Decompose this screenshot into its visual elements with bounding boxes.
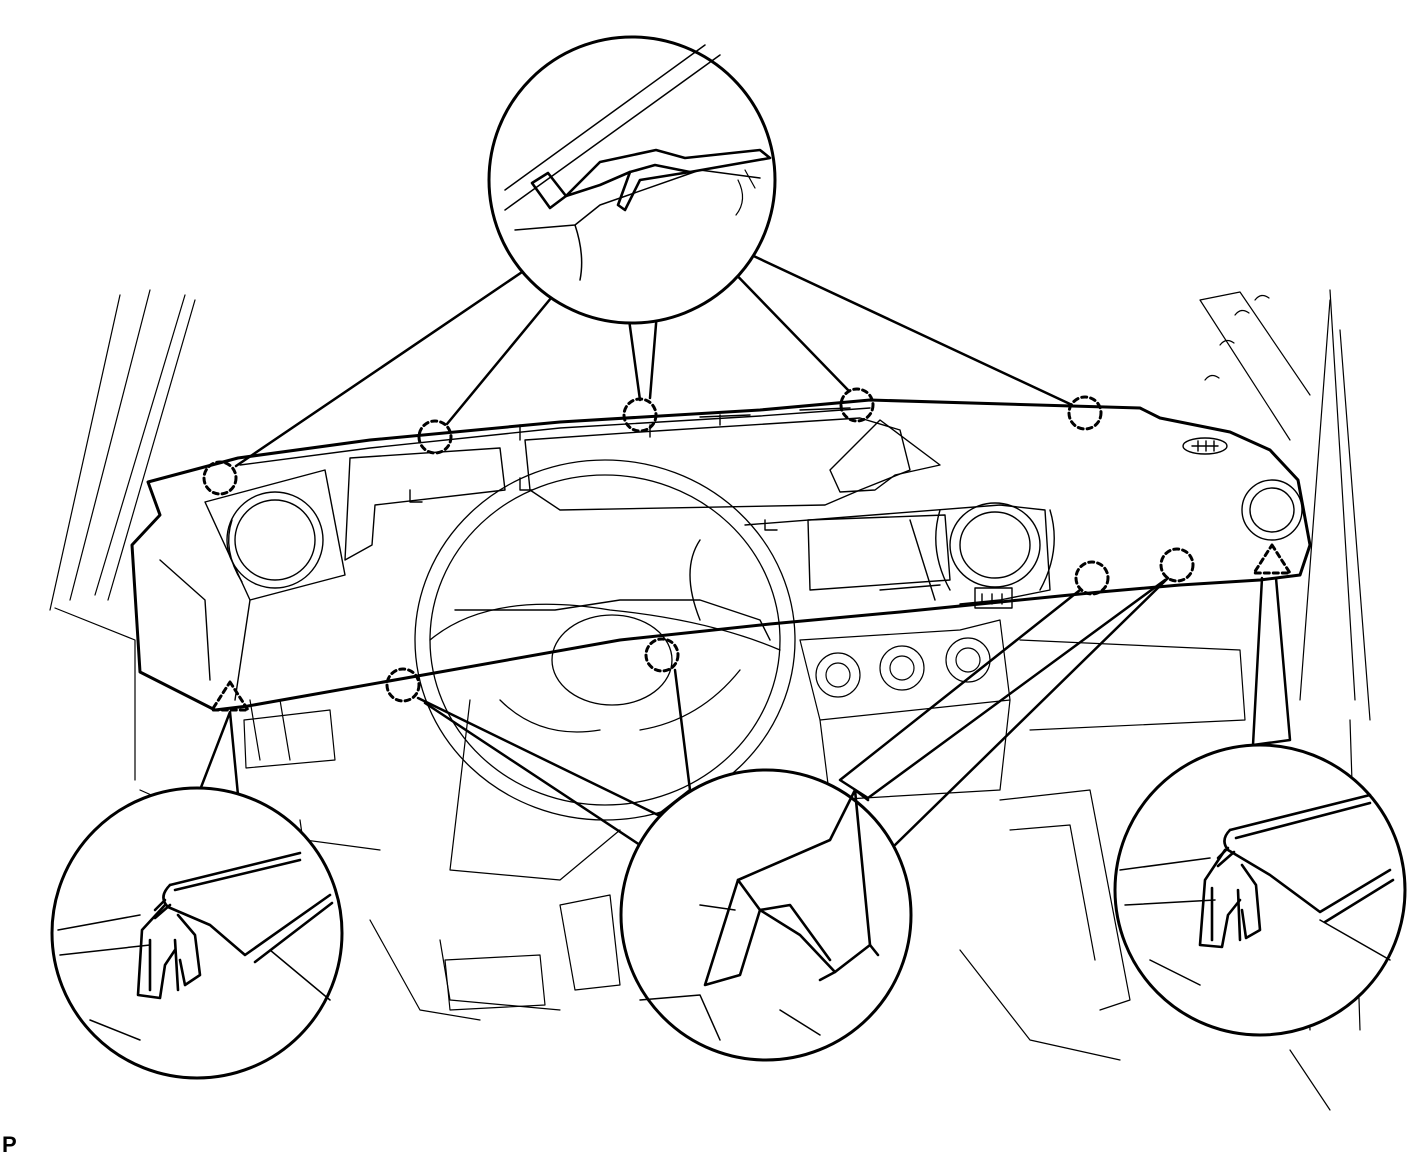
detail-callout-bottom-middle xyxy=(619,768,913,1062)
detail-callout-bottom-left xyxy=(50,786,344,1080)
claw-marker-7 xyxy=(644,637,680,673)
instrument-panel xyxy=(130,398,1312,712)
detail-callout-top xyxy=(487,35,777,325)
claw-markers xyxy=(202,387,1195,703)
steering-wheel xyxy=(414,459,796,821)
claw-marker-8 xyxy=(1074,560,1110,596)
leader-lines xyxy=(198,250,1292,847)
claw-marker-2 xyxy=(417,419,453,455)
detail-callout-bottom-right xyxy=(1113,743,1407,1037)
claw-marker-9 xyxy=(1159,547,1195,583)
claw-marker-1 xyxy=(202,460,238,496)
page-letter: P xyxy=(2,1132,17,1157)
clip-markers xyxy=(210,543,1292,712)
clip-marker-left xyxy=(210,680,250,712)
claw-marker-5 xyxy=(1067,395,1103,431)
clip-marker-right xyxy=(1252,543,1292,575)
claw-marker-4 xyxy=(839,387,875,423)
claw-marker-6 xyxy=(385,667,421,703)
instrument-panel-details xyxy=(159,407,1303,701)
claw-marker-3 xyxy=(622,397,658,433)
